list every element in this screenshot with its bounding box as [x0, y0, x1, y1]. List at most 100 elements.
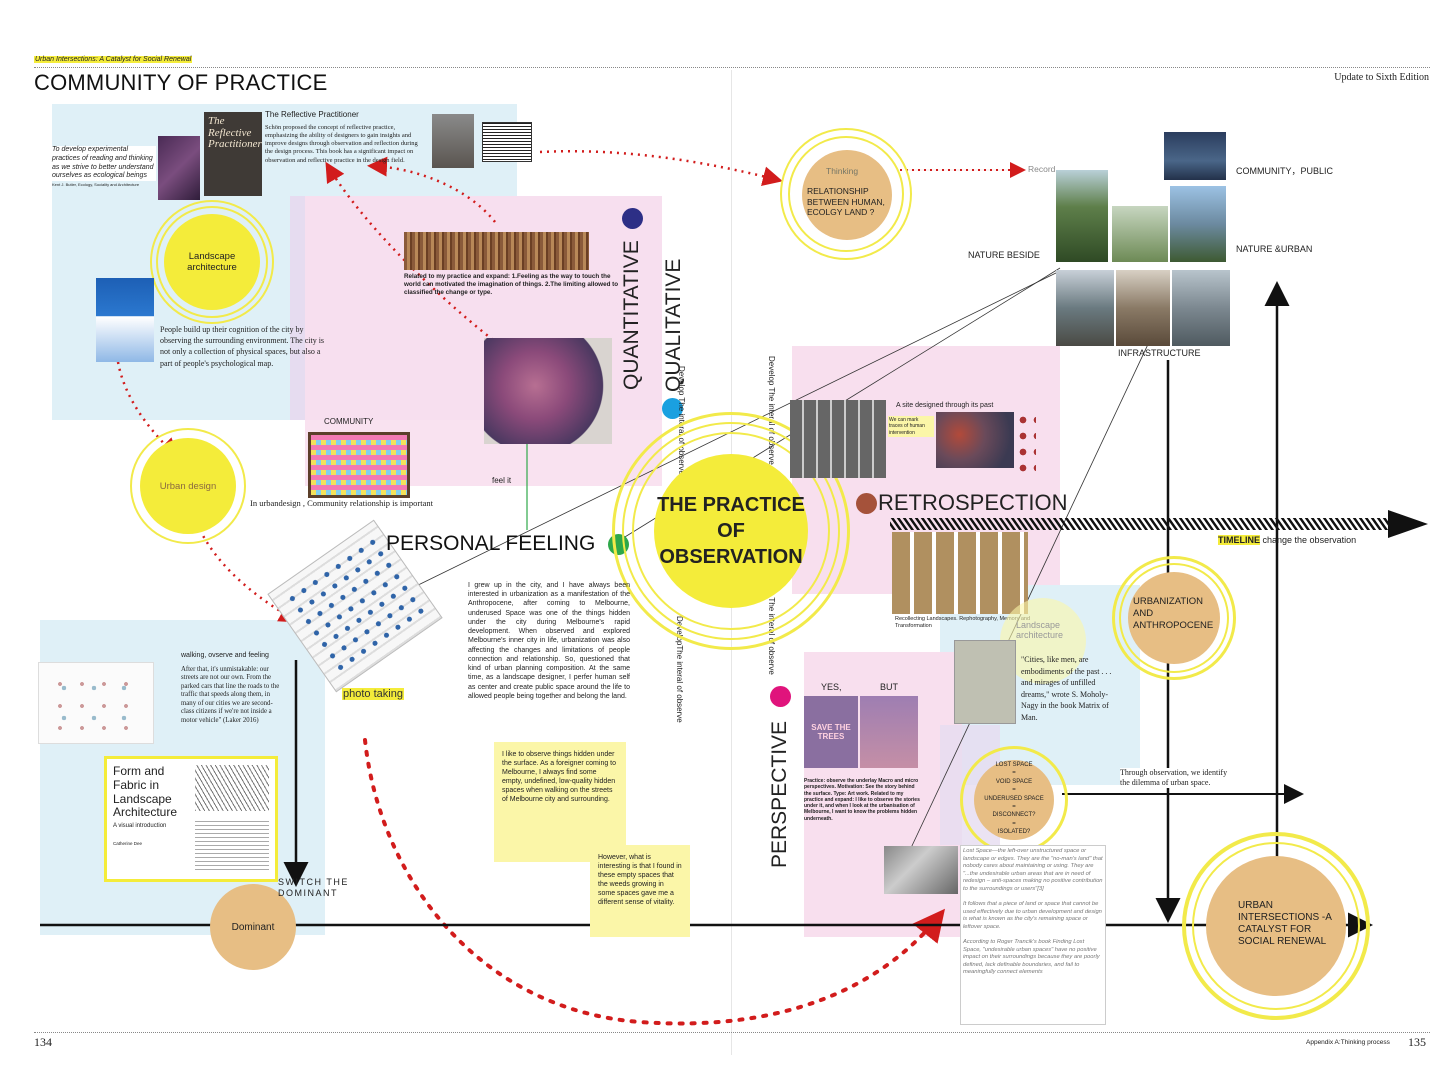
retrospection-label: RETROSPECTION: [878, 490, 1068, 515]
walking-body: After that, it's unmistakable: our stree…: [181, 666, 280, 724]
dominant-circle: Dominant: [210, 884, 296, 970]
lost-space-def: Lost Space—the left-over unstructured sp…: [963, 848, 1103, 892]
trees-photo: [1112, 206, 1168, 262]
thinking-ring-inner: [788, 136, 904, 252]
urbanization-circle: [1128, 572, 1220, 664]
feel-it-label: feel it: [492, 476, 512, 485]
timeline-arrowhead: [1388, 510, 1428, 538]
tree-cut-illustration: [860, 696, 918, 768]
urbanization-ring-inner: [1119, 563, 1229, 673]
reflective-book-cover: The Reflective Practitioner: [204, 112, 262, 196]
form-fabric-book: Form and Fabric in Landscape Architectur…: [104, 756, 278, 882]
lost-space-item: UNDERUSED SPACE: [984, 795, 1044, 802]
thinking-label: Thinking: [826, 166, 859, 176]
left-page-number: 134: [34, 1035, 52, 1049]
ui-ring-2: [1192, 842, 1360, 1010]
page-title: COMMUNITY OF PRACTICE: [34, 70, 328, 95]
lost-space-p2: It follows that a piece of land or space…: [963, 901, 1102, 930]
red-dotted-arrow-to-book: [325, 161, 494, 341]
practice-caption: Practice: observe the underlay Macro and…: [804, 778, 920, 822]
reeds-photo: [404, 232, 589, 270]
urban-intersections-circle: [1206, 856, 1346, 996]
photo-taking-label: photo taking: [342, 688, 404, 700]
center-title: THE PRACTICE OF OBSERVATION: [657, 494, 805, 568]
timeline-hatched: [890, 518, 1390, 530]
lost-space-item: VOID SPACE: [995, 778, 1033, 785]
relationship-label: RELATIONSHIP BETWEEN HUMAN, ECOLGY LAND …: [807, 186, 885, 218]
edition-label: Update to Sixth Edition: [1334, 72, 1429, 83]
landscape-architecture-label: Landscape architecture: [187, 251, 237, 273]
thinking-circle: [802, 150, 892, 240]
matrix-of-man-book: [954, 640, 1016, 724]
street-sketch: [38, 662, 154, 744]
overpass-photo-2: [1116, 270, 1170, 346]
urbanization-label: URBANIZATION AND ANTHROPOCENE: [1133, 596, 1214, 631]
center-ring-2: [622, 422, 840, 640]
urban-intersections-label: URBAN INTERSECTIONS -A CATALYST FOR SOCI…: [1238, 900, 1332, 947]
through-observation-text: Through observation, we identify the dil…: [1120, 768, 1230, 788]
site-designed-label: A site designed through its past: [896, 402, 994, 409]
city-photo-community: [1164, 132, 1226, 180]
perspective-label: PERSPECTIVE: [768, 720, 791, 868]
reflective-heading: The Reflective Practitioner: [265, 110, 359, 119]
center-observation-circle: THE PRACTICE OF OBSERVATION: [654, 454, 808, 608]
nature-beside-label: NATURE BESIDE: [968, 250, 1040, 260]
landscape-architecture-circle: Landscape architecture: [164, 214, 260, 310]
ui-ring-3: [1182, 832, 1370, 1020]
overpass-photo-1: [1056, 270, 1114, 346]
lost-space-circle: [974, 760, 1054, 840]
book-cover-title: The Reflective Practitioner: [208, 115, 262, 151]
ecology-quote: To develop experimental practices of rea…: [52, 146, 156, 181]
form-fabric-sketch: [195, 765, 269, 811]
red-dotted-arrow-top: [367, 156, 496, 223]
sketch-elements: [49, 673, 143, 733]
red-dotted-urban-map: [198, 529, 300, 623]
dominant-label: Dominant: [231, 921, 275, 933]
form-fabric-sub: A visual introduction: [113, 823, 167, 829]
forest-photo: [1056, 170, 1108, 262]
center-ring-1: [632, 432, 830, 630]
timeline-caption: TIMELINE change the observation: [1218, 535, 1356, 545]
lost-space-item: =: [1012, 803, 1016, 810]
header-book-title: Urban Intersections: A Catalyst for Soci…: [34, 56, 193, 63]
stone-photo: [884, 846, 958, 894]
lost-space-item: =: [1012, 770, 1016, 777]
aerial-map: [936, 412, 1014, 468]
line-lostspace-to-infra: [909, 339, 1151, 851]
lost-space-item: LOST SPACE: [995, 762, 1033, 768]
quantitative-label: QUANTITATIVE: [620, 240, 643, 390]
personal-feeling-label: PERSONAL FEELING: [386, 532, 596, 555]
landscape-ring-inner: [156, 206, 268, 318]
yes-label: YES,: [821, 682, 842, 692]
sticky-note-1-text: I like to observe things hidden under th…: [502, 751, 617, 804]
infrastructure-label: INFRASTRUCTURE: [1118, 348, 1201, 358]
reeds-caption: Related to my practice and expand: 1.Fee…: [404, 273, 619, 296]
center-story-paragraph: I grew up in the city, and I have always…: [468, 582, 630, 700]
red-dotted-arrow-right: [539, 149, 783, 186]
right-page-number: 135: [1408, 1035, 1426, 1049]
reflective-body: Schön proposed the concept of reflective…: [265, 124, 418, 164]
lost-space-item: ISOLATED?: [997, 829, 1031, 836]
trancik-text: According to Roger Trancik's book Findin…: [963, 939, 1100, 976]
landscape-ring-outer: [150, 200, 274, 324]
urban-design-circle: Urban design: [140, 438, 236, 534]
form-fabric-title: Form and Fabric in Landscape Architectur…: [113, 764, 178, 820]
archive-photo: [432, 114, 474, 168]
right-footer-label: Appendix A:Thinking process: [1306, 1039, 1390, 1046]
community-label: COMMUNITY: [324, 417, 374, 426]
urbandesign-note: In urbandesign , Community relationship …: [250, 498, 433, 508]
save-trees-illustration: SAVE THE TREES: [804, 696, 858, 768]
text-doc-image: [482, 122, 532, 162]
ecology-quote-source: Kent J. Butler, Ecology, Sociality and A…: [52, 182, 140, 187]
urbanization-ring-outer: [1112, 556, 1236, 680]
rephotography-grid: [892, 532, 1028, 614]
walking-heading: walking, ovserve and feeling: [181, 652, 269, 659]
lost-space-item: =: [1012, 820, 1016, 827]
city-book-cover: [96, 278, 154, 362]
site-diagram-dots: [1016, 412, 1036, 472]
form-fabric-text-lines: [195, 821, 269, 873]
recollecting-label: Recollecting Landscapes. Rephotography, …: [895, 616, 1031, 629]
sticky-note-2: However, what is interesting is that I f…: [590, 845, 690, 937]
record-label: Record: [1028, 164, 1056, 174]
lost-space-definition-box: Lost Space—the left-over unstructured sp…: [960, 845, 1106, 1025]
